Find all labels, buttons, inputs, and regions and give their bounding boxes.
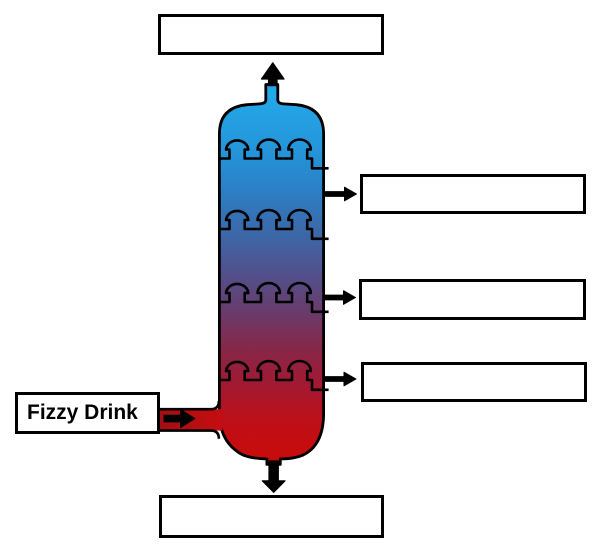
side-arrow-2-icon <box>324 290 356 305</box>
bottom-product-box[interactable] <box>159 495 384 538</box>
up-arrow-icon <box>260 62 285 87</box>
right-lower-product-box[interactable] <box>361 362 587 402</box>
down-arrow-icon <box>261 460 286 493</box>
feed-label-box: Fizzy Drink <box>15 392 160 434</box>
top-product-box[interactable] <box>158 14 384 55</box>
feed-label: Fizzy Drink <box>27 401 138 424</box>
side-arrow-1-icon <box>325 186 357 202</box>
right-upper-product-box[interactable] <box>360 174 586 214</box>
side-arrow-3-icon <box>324 371 357 387</box>
feed-arrow-icon <box>163 409 196 429</box>
column-vessel <box>218 83 325 466</box>
right-middle-product-box[interactable] <box>359 279 586 320</box>
